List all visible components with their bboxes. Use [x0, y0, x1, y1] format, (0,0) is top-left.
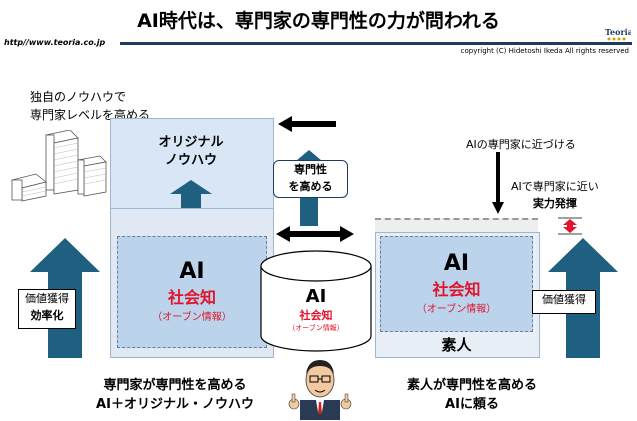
document-stack-icon: [11, 130, 107, 202]
original-knowhow-label: オリジナル ノウハウ: [110, 134, 272, 170]
copyright-text: copyright (C) Hidetoshi Ikeda All rights…: [460, 47, 629, 55]
up-arrow-icon: [170, 180, 212, 210]
header-rule: [120, 42, 632, 45]
bottom-right-line-2: AIに頼る: [445, 397, 499, 412]
raise-expertise-line-1: 専門性: [294, 163, 327, 176]
right-ai-label: AI: [443, 251, 470, 276]
layman-label: 素人: [441, 336, 472, 354]
right-social-knowledge: 社会知: [432, 280, 481, 299]
left-value-box: 価値獲得 効率化: [18, 289, 76, 329]
left-value-line-1: 価値獲得: [25, 292, 69, 305]
raise-expertise-box: 専門性 を高める: [273, 160, 348, 198]
double-arrow-icon: [276, 226, 354, 242]
presenter-icon: [288, 360, 352, 420]
right-open-info: （オーブン情報）: [416, 304, 497, 315]
center-social-knowledge: 社会知: [299, 309, 333, 322]
bottom-left-line-1: 専門家が専門性を高める: [103, 378, 247, 393]
left-note-line-1: 独自のノウハウで: [30, 90, 127, 104]
left-social-knowledge: 社会知: [167, 288, 216, 307]
right-value-line: 価値獲得: [542, 293, 586, 306]
right-value-box: 価値獲得: [532, 290, 596, 314]
left-arrow-icon: [278, 116, 336, 132]
page-title: AI時代は、専門家の専門性の力が問われる: [137, 10, 500, 32]
left-ai-box: AI 社会知 （オーブン情報）: [117, 236, 267, 348]
raise-expertise-line-2: を高める: [288, 180, 333, 193]
cylinder-shape: [260, 250, 372, 352]
svg-text:Teoria: Teoria: [605, 27, 631, 37]
left-value-line-2: 効率化: [30, 309, 64, 322]
right-note-ability-line-1: AIで専門家に近い: [511, 180, 599, 193]
center-open-info: （オーブン情報）: [288, 324, 344, 332]
teoria-logo: Teoria: [605, 26, 633, 42]
right-note-approach: AIの専門家に近づける: [466, 138, 576, 151]
center-ai-label: AI: [305, 286, 327, 307]
right-top-gap: [375, 218, 538, 232]
bottom-right-line-1: 素人が専門性を高める: [406, 378, 537, 393]
original-knowhow-line-2: ノウハウ: [164, 153, 217, 168]
down-arrow-icon: [492, 152, 504, 214]
left-ai-label: AI: [179, 259, 205, 284]
right-note-ability: AIで専門家に近い 実力発揮: [511, 178, 599, 212]
bottom-left-caption: 専門家が専門性を高める AI＋オリジナル・ノウハウ: [60, 376, 290, 414]
original-knowhow-line-1: オリジナル: [158, 135, 224, 150]
site-url: http//www.teoria.co.jp: [4, 38, 106, 47]
left-open-info: （オーブン情報）: [152, 312, 232, 323]
bottom-left-line-2: AI＋オリジナル・ノウハウ: [96, 397, 254, 412]
red-double-arrow-icon: [558, 217, 582, 235]
right-ai-box: AI 社会知 （オーブン情報）: [380, 236, 533, 332]
center-ai-group: AI 社会知 （オーブン情報）: [260, 286, 372, 333]
right-note-ability-line-2: 実力発揮: [532, 197, 577, 210]
bottom-right-caption: 素人が専門性を高める AIに頼る: [372, 376, 572, 414]
